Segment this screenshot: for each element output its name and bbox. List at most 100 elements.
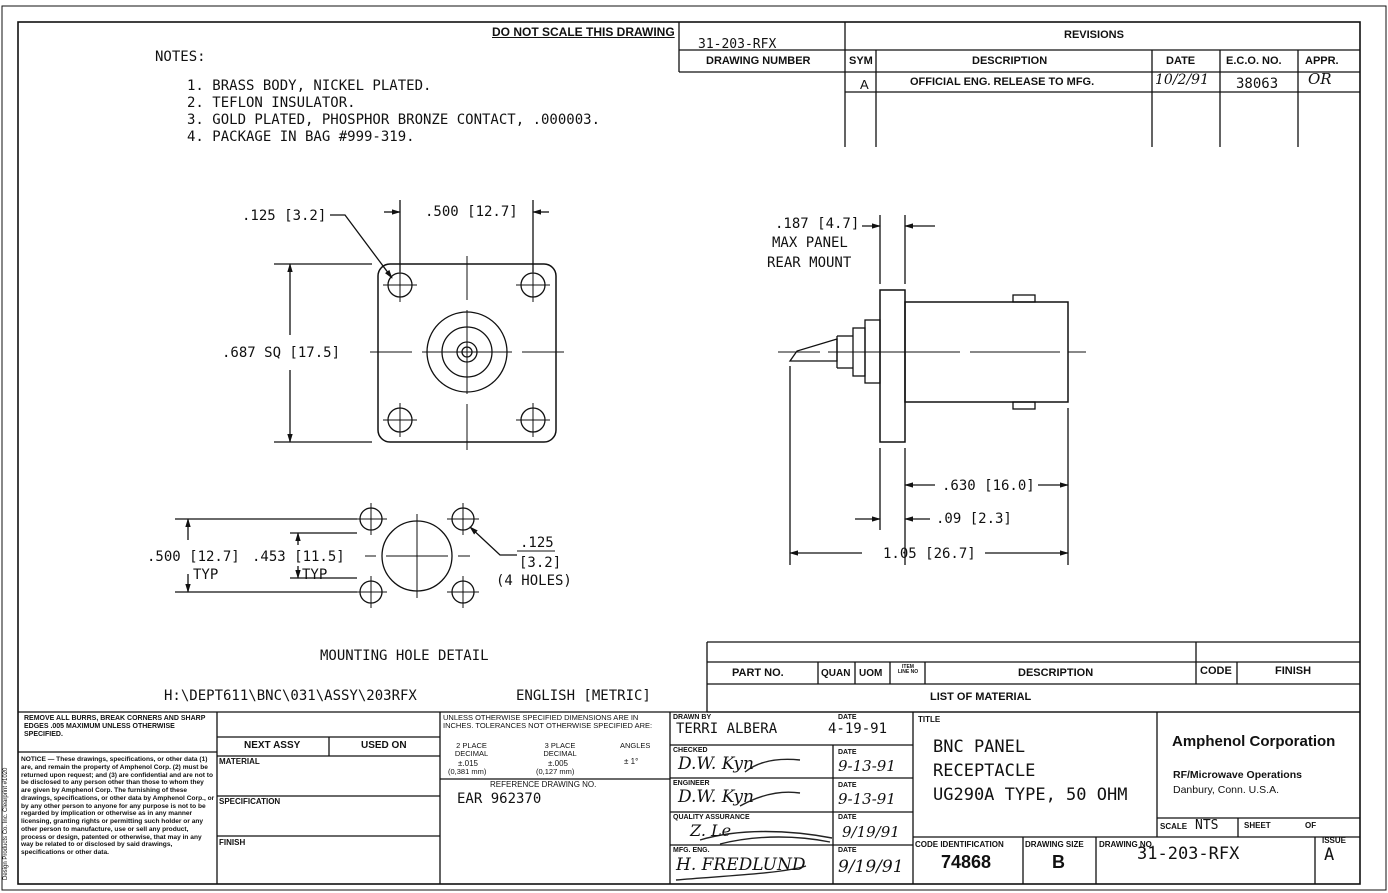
- qa-label: QUALITY ASSURANCE: [673, 814, 750, 821]
- rev-header-appr: APPR.: [1305, 55, 1339, 67]
- ref-drawing-label: REFERENCE DRAWING NO.: [490, 780, 597, 789]
- units-note: ENGLISH [METRIC]: [516, 688, 651, 704]
- code-id-label: CODE IDENTIFICATION: [915, 840, 1004, 849]
- material-label: MATERIAL: [219, 757, 260, 766]
- bom-header-code: CODE: [1200, 665, 1232, 677]
- note-item-2: 2. TEFLON INSULATOR.: [187, 95, 356, 111]
- do-not-scale-note: DO NOT SCALE THIS DRAWING: [492, 25, 675, 39]
- rev-row-description: OFFICIAL ENG. RELEASE TO MFG.: [910, 76, 1095, 88]
- company-location: Danbury, Conn. U.S.A.: [1173, 784, 1280, 796]
- note-item-1: 1. BRASS BODY, NICKEL PLATED.: [187, 78, 432, 94]
- bom-header-uom: UOM: [859, 668, 883, 679]
- mfg-date-value: 9/19/91: [838, 857, 904, 877]
- engineer-label: ENGINEER: [673, 780, 710, 787]
- company-name: Amphenol Corporation: [1172, 733, 1336, 750]
- of-label: OF: [1305, 821, 1317, 830]
- checked-signature: D.W. Kyn: [678, 754, 754, 774]
- qa-signature-stroke: [699, 830, 833, 845]
- scale-label: SCALE: [1160, 822, 1188, 831]
- bom-header-part-no: PART NO.: [732, 667, 784, 679]
- title-label: TITLE: [918, 715, 941, 724]
- bom-header-quan: QUAN: [821, 668, 851, 679]
- drawing-size-label: DRAWING SIZE: [1025, 840, 1084, 849]
- mount-typ-1: TYP: [193, 567, 219, 583]
- tol-angles-value: ± 1°: [624, 757, 639, 766]
- rev-header-description: DESCRIPTION: [972, 55, 1048, 67]
- hole-dim-label: .125 [3.2]: [242, 208, 327, 224]
- tol-3place-value: ±.005: [548, 759, 568, 768]
- tol-2place-label: 2 PLACE DECIMAL: [454, 741, 489, 758]
- side-flange: [879, 289, 906, 443]
- issue-label: ISSUE: [1322, 836, 1347, 845]
- rev-row-sym: A: [860, 77, 869, 92]
- title-line-2: RECEPTACLE: [933, 761, 1036, 781]
- mount-hole-top: .125: [520, 535, 554, 551]
- bom-header-finish: FINISH: [1275, 665, 1312, 677]
- bom-title: LIST OF MATERIAL: [930, 691, 1032, 703]
- mfg-signature: H. FREDLUND: [676, 855, 806, 875]
- checked-date-value: 9-13-91: [838, 757, 896, 775]
- company-division: RF/Microwave Operations: [1173, 769, 1302, 781]
- qa-date-value: 9/19/91: [842, 823, 900, 841]
- tol-2place-value: ±.015: [458, 759, 478, 768]
- bom-header-item-line: ITEM LINE NO: [897, 664, 919, 675]
- specification-label: SPECIFICATION: [219, 797, 281, 806]
- drawn-by-value: TERRI ALBERA: [676, 721, 778, 737]
- ref-drawing-value: EAR 962370: [457, 791, 542, 807]
- note-item-4: 4. PACKAGE IN BAG #999-319.: [187, 129, 415, 145]
- note-item-3: 3. GOLD PLATED, PHOSPHOR BRONZE CONTACT,…: [187, 112, 601, 128]
- mfg-signature-stroke: [675, 865, 807, 881]
- outer-border: [1, 5, 1387, 891]
- rev-header-eco: E.C.O. NO.: [1226, 55, 1282, 67]
- finish-label: FINISH: [219, 838, 246, 847]
- used-on-label: USED ON: [361, 740, 407, 751]
- notes-title: NOTES:: [155, 49, 206, 65]
- drawing-number-label: DRAWING NUMBER: [706, 55, 811, 67]
- bom-header-description: DESCRIPTION: [1018, 667, 1094, 679]
- tol-2place-metric: (0,381 mm): [448, 767, 487, 776]
- mount-dim-500: .500 [12.7]: [147, 549, 240, 565]
- issue-value: A: [1324, 845, 1335, 865]
- notice-text: NOTICE — These drawings, specifications,…: [21, 756, 215, 857]
- qa-signature: Z. Le: [690, 821, 732, 840]
- engineer-signature: D.W. Kyn: [678, 787, 754, 807]
- scale-value: NTS: [1195, 818, 1219, 833]
- sheet-label: SHEET: [1244, 821, 1271, 830]
- tolerance-note: UNLESS OTHERWISE SPECIFIED DIMENSIONS AR…: [443, 713, 653, 730]
- tol-angles-label: ANGLES: [620, 741, 651, 750]
- mount-dim-453: .453 [11.5]: [252, 549, 345, 565]
- remove-burrs-note: REMOVE ALL BURRS, BREAK CORNERS AND SHAR…: [24, 715, 206, 739]
- checked-label: CHECKED: [673, 747, 708, 754]
- mount-hole-mid: [3.2]: [519, 555, 562, 571]
- next-assy-label: NEXT ASSY: [244, 740, 301, 751]
- checked-signature-stroke: [744, 758, 801, 773]
- title-line-1: BNC PANEL: [933, 737, 1026, 757]
- side-text: Design Products Co. Inc. Clearprint #102…: [3, 767, 9, 880]
- engineer-date-label: DATE: [838, 782, 857, 789]
- panel-dim-line-1: .187 [4.7]: [775, 216, 860, 232]
- rev-header-sym: SYM: [849, 55, 873, 67]
- drawing-size-value: B: [1052, 852, 1065, 872]
- dim-630-label: .630 [16.0]: [942, 478, 1035, 494]
- tol-3place-metric: (0,127 mm): [536, 767, 575, 776]
- inner-border: [17, 21, 1361, 885]
- drawn-by-label: DRAWN BY: [673, 714, 712, 721]
- engineer-date-value: 9-13-91: [838, 790, 896, 808]
- dim-105-label: 1.05 [26.7]: [883, 546, 976, 562]
- drawing-no-label: DRAWING NO.: [1099, 840, 1155, 849]
- square-dim-label: .687 SQ [17.5]: [222, 345, 341, 361]
- engineer-signature-stroke: [739, 791, 801, 807]
- drawing-no-value: 31-203-RFX: [1137, 844, 1240, 864]
- checked-date-label: DATE: [838, 749, 857, 756]
- mounting-detail-title: MOUNTING HOLE DETAIL: [320, 648, 489, 664]
- mount-typ-2: TYP: [302, 567, 328, 583]
- spacing-dim-label: .500 [12.7]: [425, 204, 518, 220]
- mfg-label: MFG. ENG.: [673, 847, 710, 854]
- code-id-value: 74868: [941, 852, 992, 872]
- rev-row-eco: 38063: [1236, 76, 1279, 92]
- rev-row-date: 10/2/91: [1155, 72, 1209, 88]
- rev-header-date: DATE: [1166, 55, 1196, 67]
- rev-row-appr: OR: [1308, 70, 1332, 88]
- tol-3place-label: 3 PLACE DECIMAL: [543, 741, 577, 758]
